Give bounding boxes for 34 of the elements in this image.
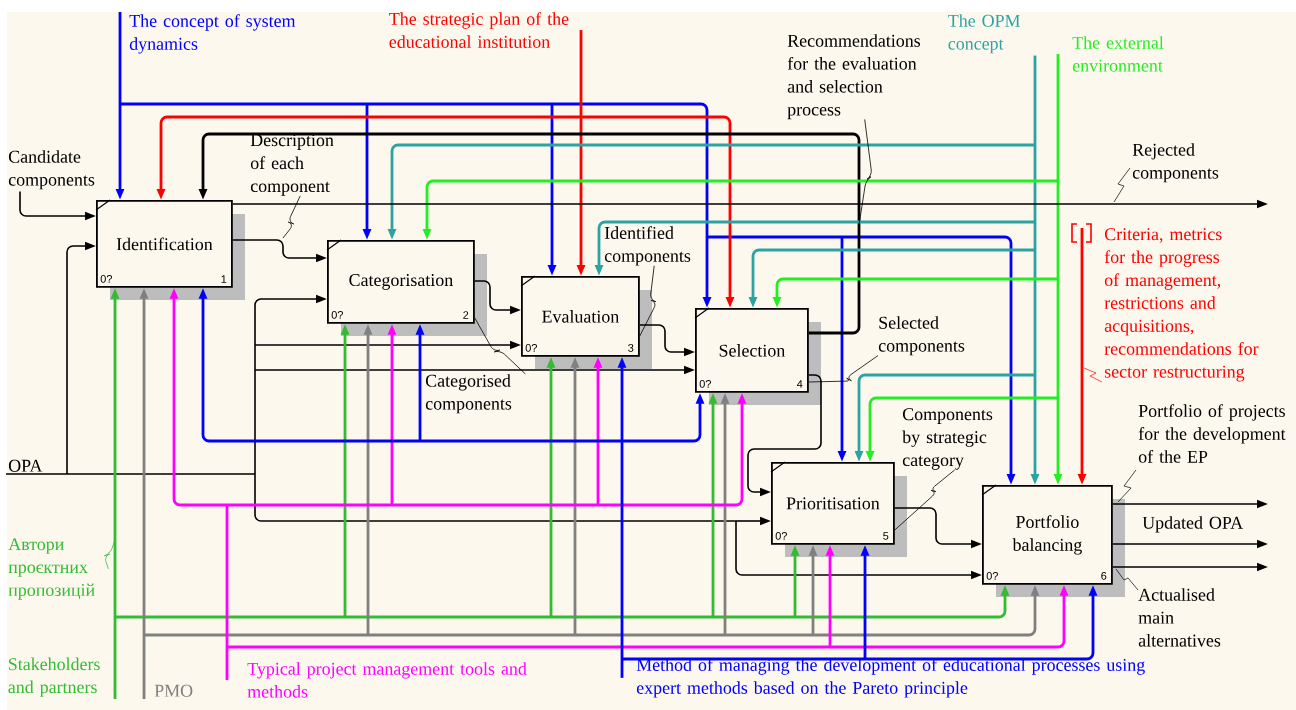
leader-line — [808, 355, 879, 383]
node-label: 0? — [699, 380, 711, 388]
edge-label: Rejected components — [1113, 143, 1219, 203]
leader-line — [858, 119, 872, 226]
arrow-label: The OPM concept — [948, 14, 1020, 54]
arrow-label: Stakeholders and partners — [8, 657, 100, 697]
arrow-label: The external environment — [1072, 36, 1164, 72]
arrow-label: Candidate components — [8, 150, 95, 190]
process-box: Selection 0? 4 — [694, 307, 821, 405]
arrow-label: Criteria, metrics for the progress of management, restrictions and acquisitions, recommendations for sector restructuring — [1083, 228, 1259, 383]
arrow-label: The strategic plan of the educational institution — [389, 12, 569, 48]
process-box: Evaluation 0? 3 — [520, 275, 652, 369]
leader-line — [474, 317, 526, 375]
leader-line — [282, 195, 301, 239]
process-box: Categorisation 0? 2 — [326, 239, 487, 336]
arrow-label: Typical project management tools and methods — [247, 662, 527, 698]
edge-label: Updated OPA — [1142, 516, 1244, 533]
arrow-label: Selected components — [878, 316, 965, 356]
process-box: Identification 0? 1 — [95, 199, 245, 300]
arrow-label: PMO — [154, 684, 193, 697]
leader-line — [639, 265, 657, 337]
arrow-label: Автори проєктних пропозицій — [8, 538, 95, 600]
node-label: 0? — [331, 311, 343, 319]
arrow-label: Categorised components — [425, 374, 512, 414]
process-box: Portfolio balancing 0? 6 — [981, 484, 1125, 597]
arrow-label: Identified components — [604, 226, 691, 266]
arrow-label: Description of each component — [250, 134, 334, 196]
arrow-label: The concept of system dynamics — [129, 14, 296, 54]
leader-line — [103, 539, 116, 570]
node-label: 0? — [100, 275, 112, 283]
leader-line — [894, 469, 956, 531]
arrow-label: OPA — [8, 459, 43, 472]
node-label: 0? — [775, 532, 787, 540]
arrow-label: Recommendations for the evaluation and selection process — [787, 34, 921, 120]
